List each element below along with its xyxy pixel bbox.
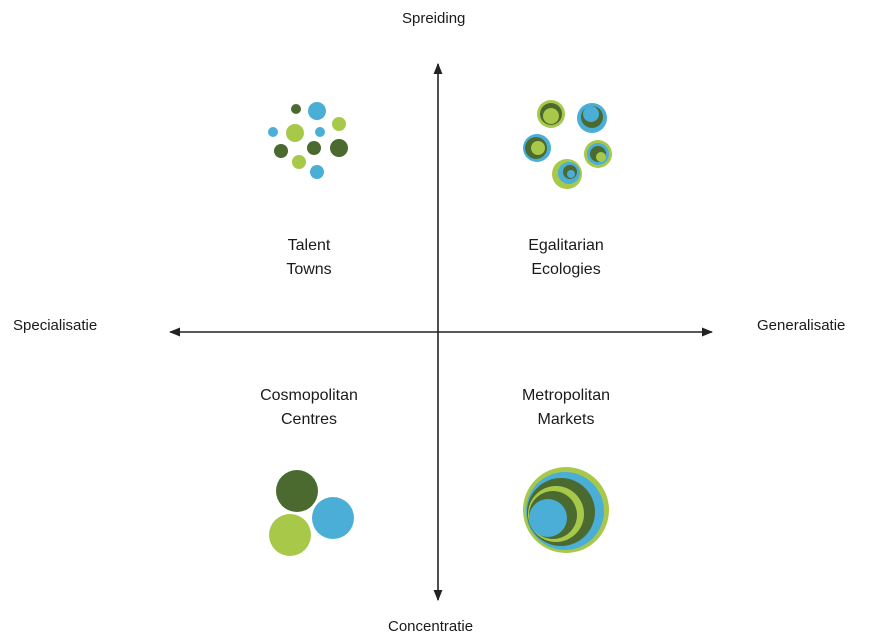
dot bbox=[308, 102, 326, 120]
egalitarian-ecologies-icon bbox=[523, 100, 612, 189]
dot bbox=[268, 127, 278, 137]
ring-cluster bbox=[537, 100, 565, 128]
ring-cluster bbox=[577, 103, 607, 133]
dot bbox=[274, 144, 288, 158]
quadrant-label-line: Talent bbox=[287, 237, 331, 254]
ring-cluster bbox=[552, 159, 582, 189]
quadrant-label-line: Metropolitan bbox=[521, 387, 611, 404]
dot bbox=[307, 141, 321, 155]
quadrant-label-egalitarian-ecologies: Egalitarian Ecologies bbox=[476, 234, 656, 282]
talent-towns-icon bbox=[268, 102, 348, 179]
quadrant-label-line: Cosmopolitan bbox=[260, 387, 358, 404]
circle bbox=[269, 514, 311, 556]
dot bbox=[330, 139, 348, 157]
quadrant-label-line: Egalitarian bbox=[528, 237, 604, 254]
quadrant-label-line: Markets bbox=[537, 411, 595, 428]
dot bbox=[332, 117, 346, 131]
quadrant-label-metropolitan-markets: Metropolitan Markets bbox=[476, 384, 656, 432]
quadrant-label-talent-towns: Talent Towns bbox=[219, 234, 399, 282]
axis-label-left: Specialisatie bbox=[13, 317, 98, 334]
dot bbox=[291, 104, 301, 114]
dot bbox=[315, 127, 325, 137]
circle bbox=[276, 470, 318, 512]
quadrant-label-line: Ecologies bbox=[531, 261, 601, 278]
ring-cluster bbox=[584, 140, 612, 168]
axis-label-bottom: Concentratie bbox=[388, 618, 474, 635]
quadrant-label-cosmopolitan-centres: Cosmopolitan Centres bbox=[219, 384, 399, 432]
dot bbox=[286, 124, 304, 142]
circle bbox=[312, 497, 354, 539]
dot bbox=[310, 165, 324, 179]
axis-label-top: Spreiding bbox=[402, 10, 466, 27]
cosmopolitan-centres-icon bbox=[269, 470, 354, 556]
axis-label-right: Generalisatie bbox=[757, 317, 846, 334]
quadrant-label-line: Towns bbox=[286, 261, 332, 278]
dot bbox=[292, 155, 306, 169]
ring-cluster bbox=[523, 134, 551, 162]
quadrant-label-line: Centres bbox=[280, 411, 338, 428]
metropolitan-markets-icon bbox=[523, 467, 609, 553]
